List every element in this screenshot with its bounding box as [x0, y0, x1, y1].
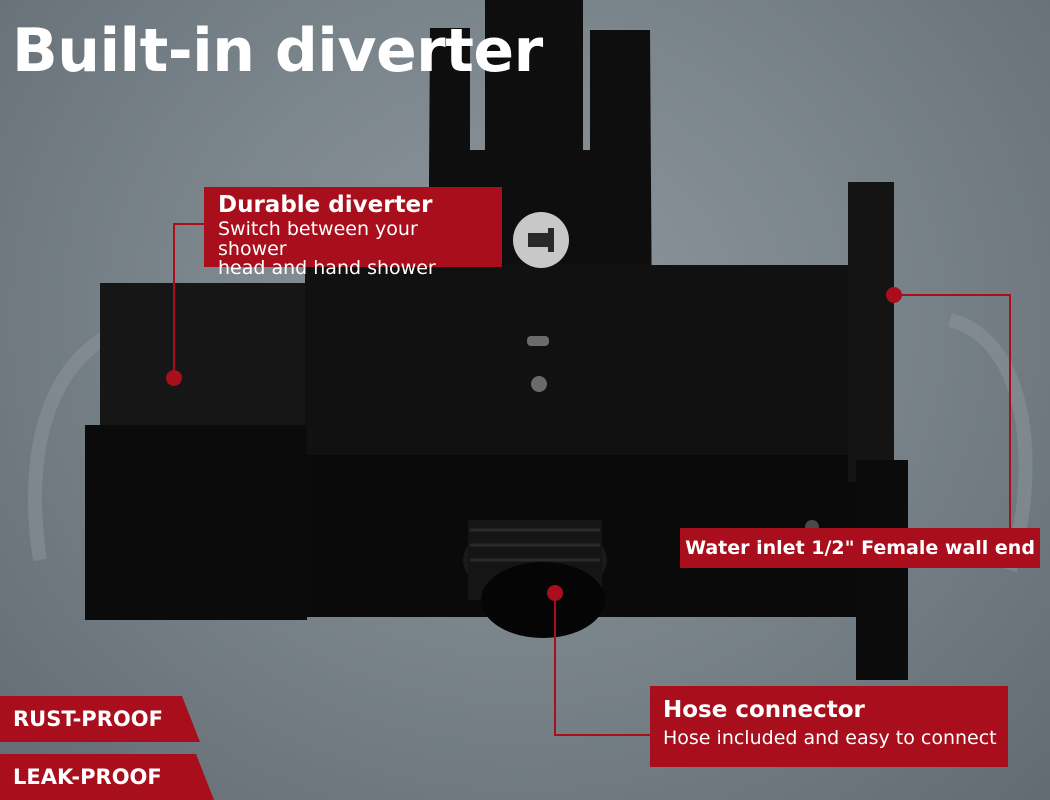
callout-description: Hose included and easy to connect	[663, 726, 997, 749]
rust-proof-badge: RUST-PROOF	[0, 696, 200, 742]
leader-lines	[173, 223, 1011, 736]
water-inlet-callout: Water inlet 1/2" Female wall end	[680, 528, 1040, 568]
callout-description-line1: Switch between your shower	[218, 217, 418, 260]
screw-icons	[513, 212, 819, 534]
callout-heading: Hose connector	[663, 697, 865, 723]
callout-description-line2: head and hand shower	[218, 257, 436, 280]
callout-heading: Durable diverter	[218, 192, 433, 218]
durable-diverter-callout: Durable diverter Switch between your sho…	[204, 187, 502, 278]
page-title: Built-in diverter	[12, 16, 543, 86]
callout-text: Water inlet 1/2" Female wall end	[685, 537, 1035, 559]
hose-connector	[463, 520, 607, 638]
callout-dots	[166, 287, 902, 601]
leak-proof-badge: LEAK-PROOF	[0, 754, 214, 800]
hose-connector-callout: Hose connector Hose included and easy to…	[650, 686, 1008, 767]
